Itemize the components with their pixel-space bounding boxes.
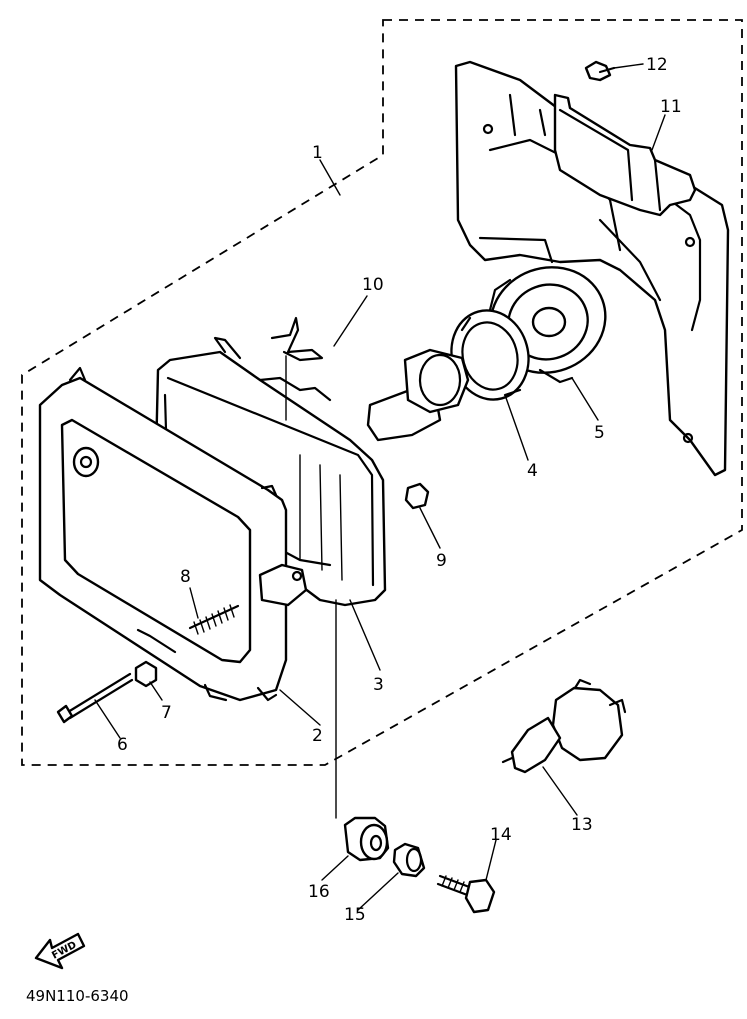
part-label-9: 9 — [436, 551, 447, 571]
cover-plate — [553, 93, 697, 217]
bolt-12 — [584, 60, 616, 82]
forward-arrow-icon: FWD — [34, 932, 86, 970]
headlight-rim — [38, 366, 308, 702]
bolt-14 — [436, 874, 496, 914]
part-label-4: 4 — [527, 461, 538, 481]
part-label-6: 6 — [117, 735, 128, 755]
nut-7 — [134, 660, 158, 688]
bulb-connector — [366, 348, 470, 442]
part-label-5: 5 — [594, 423, 605, 443]
part-label-2: 2 — [312, 726, 323, 746]
grommet — [343, 816, 390, 862]
part-label-16: 16 — [308, 882, 330, 902]
part-label-8: 8 — [180, 567, 191, 587]
part-label-15: 15 — [344, 905, 366, 925]
diagram-code: 49N110-6340 — [26, 987, 129, 1005]
part-label-7: 7 — [161, 703, 172, 723]
part-label-12: 12 — [646, 55, 668, 75]
part-label-14: 14 — [490, 825, 512, 845]
part-label-11: 11 — [660, 97, 682, 117]
retaining-ring — [450, 309, 530, 401]
adjusting-screw — [56, 672, 134, 724]
adjusting-spring — [188, 604, 240, 635]
collar — [392, 842, 426, 878]
part-label-1: 1 — [312, 143, 323, 163]
part-label-10: 10 — [362, 275, 384, 295]
halogen-bulb — [501, 678, 627, 774]
wire-spring — [270, 316, 324, 421]
part-label-13: 13 — [571, 815, 593, 835]
leader-lines — [94, 63, 666, 911]
clip-9 — [404, 482, 430, 510]
assembly-boundary — [21, 19, 743, 766]
part-label-3: 3 — [373, 675, 384, 695]
